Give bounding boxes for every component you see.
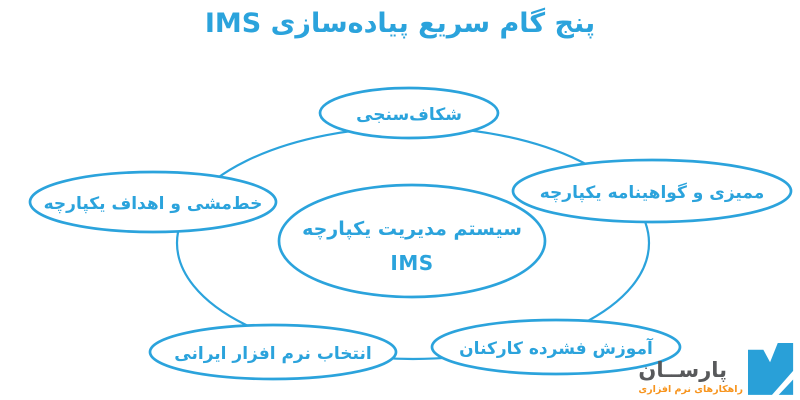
parsan-logo-corner-triangle: [778, 379, 794, 395]
parsan-logo-icon: [748, 343, 794, 395]
node-center-ims-label-line2: IMS: [390, 251, 433, 275]
node-center-ims-label-line1: سیستم مدیریت یکپارچه: [302, 218, 522, 240]
node-gap-analysis-label: شکاف‌سنجی: [356, 105, 462, 125]
brand-name: پارســان: [638, 357, 728, 382]
diagram-title: پنج گام سریع پیاده‌سازی IMS: [204, 8, 596, 39]
node-center-ims: [277, 183, 547, 299]
node-audit-certificate: [511, 158, 793, 224]
parsan-logo-main-shape: [748, 343, 794, 395]
brand-logo-text: پارســان راهکارهای نرم افزاری: [638, 357, 743, 395]
node-iranian-software: [148, 323, 398, 381]
node-staff-training: [430, 318, 682, 376]
brand-logo: پارســان راهکارهای نرم افزاری: [638, 342, 796, 395]
brand-tagline: راهکارهای نرم افزاری: [638, 384, 743, 395]
node-audit-certificate-label: ممیزی و گواهینامه یکپارچه: [540, 182, 765, 203]
node-policy-objectives-label: خط‌مشی و اهداف یکپارچه: [44, 194, 263, 214]
node-iranian-software-label: انتخاب نرم افزار ایرانی: [174, 344, 371, 364]
node-staff-training-label: آموزش فشرده کارکنان: [459, 337, 654, 359]
node-policy-objectives: [28, 170, 278, 234]
node-gap-analysis: [318, 86, 500, 140]
